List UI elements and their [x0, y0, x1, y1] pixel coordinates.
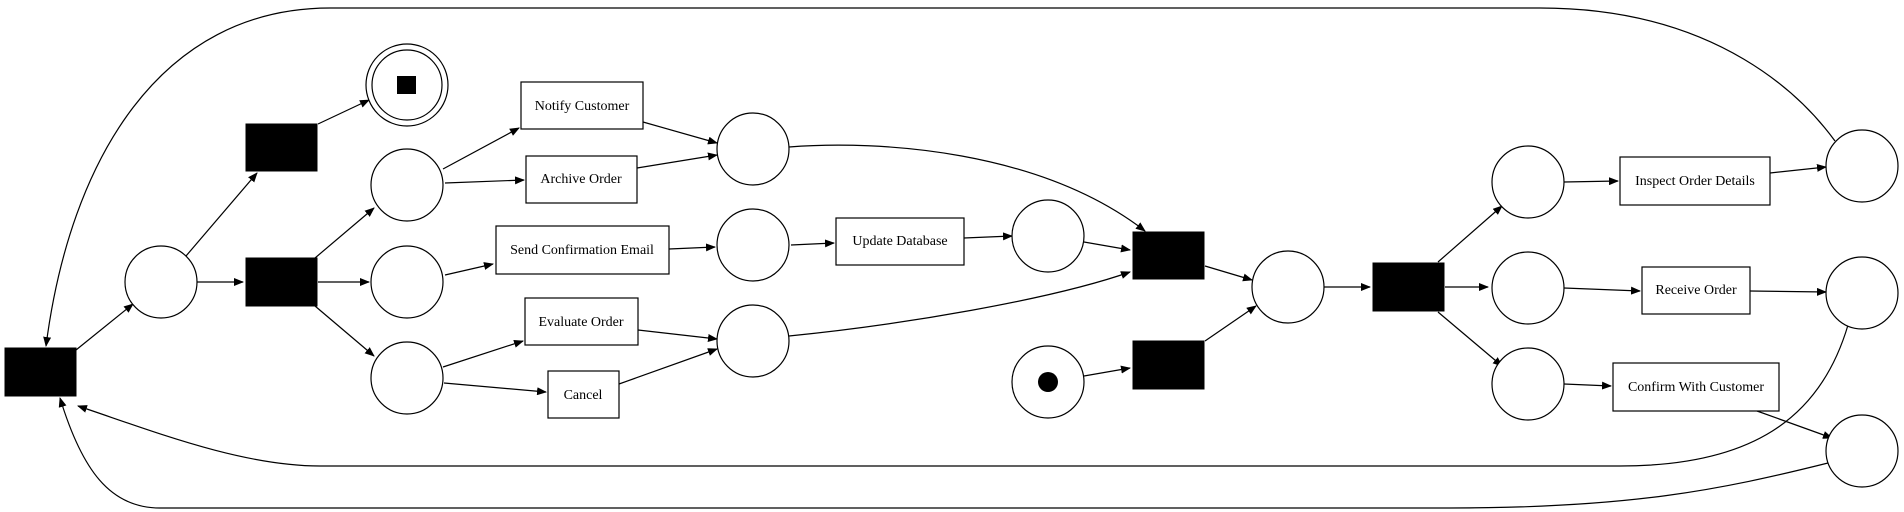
silent-transition-split [245, 257, 318, 307]
arc-c1-start [43, 7, 1836, 347]
place-c2 [1825, 256, 1899, 330]
task-label-evaluate-order: Evaluate Order [538, 315, 623, 330]
arc-receive-c2 [1749, 287, 1827, 296]
task-label-update-database: Update Database [852, 234, 947, 249]
task-label-receive-order: Receive Order [1655, 283, 1737, 298]
place-email [716, 208, 790, 282]
task-label-cancel: Cancel [564, 388, 603, 403]
silent-transitions [4, 123, 1445, 397]
arc-tjoin-mid [1204, 265, 1253, 282]
token-icon [1038, 372, 1058, 392]
silent-transition-join [1132, 231, 1205, 280]
task-label-send-confirmation-email: Send Confirmation Email [510, 243, 654, 258]
task-label-inspect-order-details: Inspect Order Details [1635, 174, 1755, 189]
silent-transition-start [4, 347, 77, 397]
initial-place-source [1011, 345, 1085, 419]
arc-end-sink [317, 99, 370, 125]
final-marking-icon [397, 76, 416, 94]
place-upd [1011, 199, 1085, 273]
arc-split2-b3 [1437, 311, 1503, 367]
arc-init-mid [1204, 305, 1257, 342]
place-b2 [1491, 251, 1565, 325]
task-inspect-order-details: Inspect Order Details [1619, 156, 1771, 206]
arc-join2-tjoin [788, 271, 1131, 337]
arc-a1-notify [442, 127, 520, 170]
place-c3 [1825, 414, 1899, 488]
arc-notify-join1 [642, 121, 718, 145]
task-cancel: Cancel [547, 370, 620, 419]
arc-cancel-join2 [618, 348, 718, 385]
task-label-confirm-with-customer: Confirm With Customer [1628, 380, 1764, 395]
arc-c2-start [77, 324, 1849, 467]
arc-start-loop [75, 303, 134, 351]
arc-a3-cancel [443, 382, 547, 396]
task-label-archive-order: Archive Order [540, 172, 622, 187]
place-b3 [1491, 347, 1565, 421]
arc-email-pemail [668, 243, 716, 252]
arc-b1-inspect [1563, 177, 1619, 186]
arc-a2-email [444, 262, 494, 276]
silent-transition-init [1132, 340, 1205, 390]
task-confirm-with-customer: Confirm With Customer [1612, 362, 1780, 412]
place-join1 [716, 112, 790, 186]
task-transitions: Notify Customer Archive Order Send Confi… [495, 81, 1780, 419]
place-loop [124, 245, 198, 319]
task-send-confirmation-email: Send Confirmation Email [495, 225, 670, 275]
place-join2 [716, 304, 790, 378]
place-a1 [370, 148, 444, 222]
place-c1 [1825, 129, 1899, 203]
final-place-sink [365, 43, 449, 127]
task-update-database: Update Database [835, 217, 965, 266]
arc-evaluate-join2 [637, 329, 718, 342]
arc-b2-receive [1563, 286, 1641, 295]
arc-a3-evaluate [442, 339, 524, 368]
silent-transition-split2 [1372, 262, 1445, 312]
task-receive-order: Receive Order [1641, 266, 1751, 315]
arc-inspect-c1 [1769, 163, 1827, 174]
arc-split-a1 [314, 207, 375, 259]
arc-loop-end [185, 172, 258, 257]
arc-archive-join1 [636, 152, 718, 169]
place-a2 [370, 245, 444, 319]
places [124, 43, 1899, 488]
arc-confirm-c3 [1756, 410, 1833, 439]
arc-a1-archive [444, 176, 525, 185]
arc-pupd-tjoin [1083, 241, 1131, 253]
task-notify-customer: Notify Customer [520, 81, 644, 130]
place-a3 [370, 341, 444, 415]
place-b1 [1491, 145, 1565, 219]
task-archive-order: Archive Order [525, 155, 638, 204]
silent-transition-end [245, 123, 318, 172]
arc-c3-start [58, 397, 1829, 509]
arcs [43, 7, 1849, 509]
place-mid [1251, 250, 1325, 324]
task-evaluate-order: Evaluate Order [524, 297, 639, 346]
arc-split2-b1 [1437, 205, 1503, 263]
task-label-notify-customer: Notify Customer [535, 99, 630, 114]
arc-join1-tjoin [788, 144, 1146, 232]
arc-b3-confirm [1563, 381, 1612, 390]
arc-update-pupd [963, 232, 1013, 241]
arc-source-init [1083, 365, 1131, 377]
arc-pemail-update [790, 239, 835, 248]
arc-split-a3 [314, 305, 375, 357]
